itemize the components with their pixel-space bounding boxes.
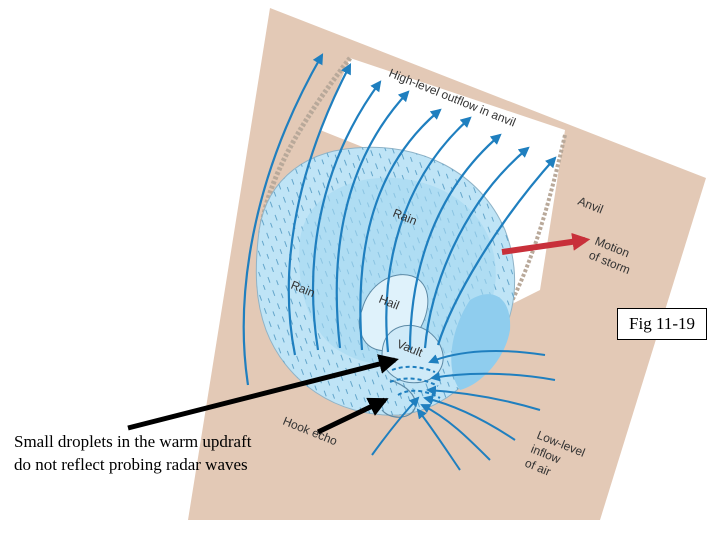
flow-line	[311, 80, 382, 351]
radar-echo-right-lobe	[451, 294, 511, 390]
inflow-line	[371, 396, 420, 456]
pointer-arrow-hook	[316, 397, 389, 435]
flow-line	[335, 90, 410, 349]
motion-arrow	[501, 232, 591, 255]
figure-label: Fig 11-19	[617, 308, 707, 340]
flow-line	[359, 108, 442, 351]
inflow-line	[426, 385, 541, 411]
dashed-flow	[397, 389, 441, 399]
flow-line	[242, 53, 324, 386]
flow-line	[385, 116, 472, 353]
dashed-flow	[389, 377, 439, 387]
flow-line	[423, 146, 530, 349]
inflow-lines	[371, 349, 556, 471]
flow-line	[287, 63, 352, 356]
radar-echo-inner	[299, 177, 496, 366]
inflow-line	[423, 394, 516, 441]
flow-line	[436, 156, 557, 346]
updraft-flow-lines	[242, 53, 557, 386]
pointer-arrow-vault	[127, 354, 399, 431]
caption: Small droplets in the warm updraft do no…	[14, 432, 252, 474]
hook-echo	[381, 379, 417, 418]
flow-line	[408, 133, 502, 351]
inflow-line	[420, 404, 491, 461]
inflow-line	[428, 349, 546, 364]
inflow-line	[416, 408, 461, 471]
inflow-line	[430, 371, 556, 382]
